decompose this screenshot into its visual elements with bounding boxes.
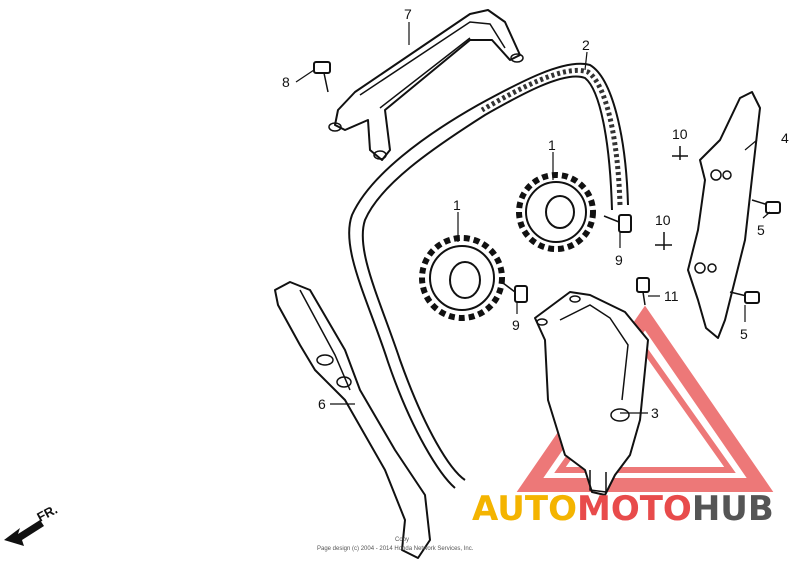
- watermark-part-3: HUB: [692, 489, 774, 529]
- bolt-5-upper: [751, 199, 781, 214]
- watermark-part-2: MOTO: [577, 489, 692, 529]
- side-chain-guide: [687, 91, 761, 339]
- callout-8: 8: [282, 74, 290, 90]
- sprocket-upper: [516, 172, 596, 252]
- callout-9a: 9: [615, 252, 623, 268]
- bolt-5-lower: [729, 291, 760, 304]
- cam-chain: [348, 62, 629, 489]
- callout-6: 6: [318, 396, 326, 412]
- watermark-text: AUTOMOTOHUB: [472, 489, 774, 529]
- callout-9b: 9: [512, 317, 520, 333]
- callout-1b: 1: [453, 197, 461, 213]
- callout-5a: 5: [757, 222, 765, 238]
- tensioner-housing: [534, 291, 649, 496]
- sprocket-lower: [419, 235, 505, 321]
- bolt-11: [636, 277, 650, 306]
- bolt-9-upper: [603, 214, 632, 233]
- callout-11: 11: [664, 288, 679, 304]
- bolt-8: [295, 61, 331, 93]
- tensioner-arm: [274, 281, 431, 559]
- leader-5a: [762, 211, 771, 219]
- arrow-left-icon: [4, 520, 44, 546]
- bolt-9-lower: [502, 282, 528, 303]
- leader-4: [744, 139, 758, 151]
- footer-copy: Copy: [395, 537, 409, 543]
- callout-2: 2: [582, 37, 590, 53]
- callout-10a: 10: [672, 126, 688, 142]
- watermark-part-1: AUTO: [472, 489, 577, 529]
- pin-10-upper: [672, 146, 688, 160]
- callout-7: 7: [404, 6, 412, 22]
- callout-3: 3: [651, 405, 659, 421]
- top-chain-guide: [328, 9, 524, 161]
- pin-10-lower: [655, 232, 672, 250]
- callout-5b: 5: [740, 326, 748, 342]
- callout-4: 4: [781, 130, 789, 146]
- callout-1a: 1: [548, 137, 556, 153]
- callout-10b: 10: [655, 212, 671, 228]
- footer-copyright: Page design (c) 2004 - 2014 Honda Networ…: [317, 546, 474, 552]
- leader-2: [584, 51, 588, 71]
